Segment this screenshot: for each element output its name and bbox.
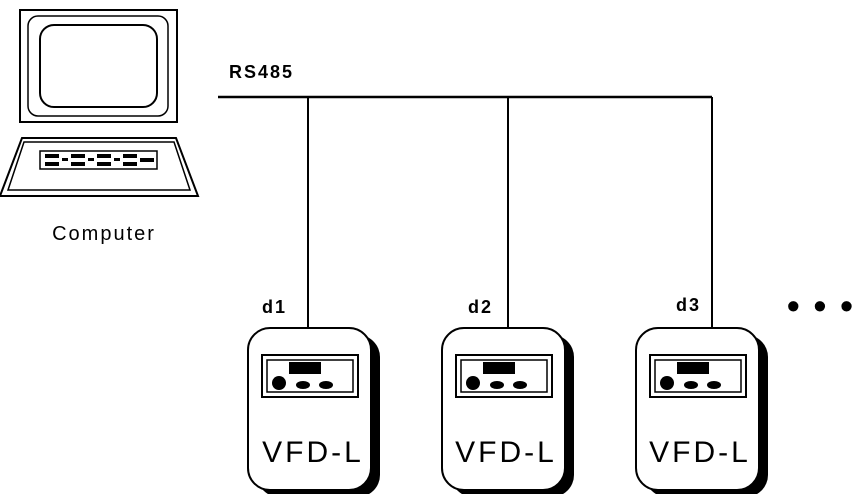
more-drives-indicator: • • • <box>787 285 855 326</box>
computer-icon <box>0 10 198 196</box>
drive-model-d3: VFD-L <box>649 436 751 469</box>
computer-label: Computer <box>52 223 156 245</box>
drive-address-d2: d2 <box>468 297 493 317</box>
vfd-drive-d1 <box>248 328 380 494</box>
vfd-drive-d2 <box>442 328 574 494</box>
bus-label: RS485 <box>229 62 294 82</box>
drive-model-d2: VFD-L <box>455 436 557 469</box>
drive-address-d1: d1 <box>262 297 287 317</box>
vfd-drive-d3 <box>636 328 768 494</box>
drive-address-d3: d3 <box>676 295 701 315</box>
drive-model-d1: VFD-L <box>262 436 364 469</box>
